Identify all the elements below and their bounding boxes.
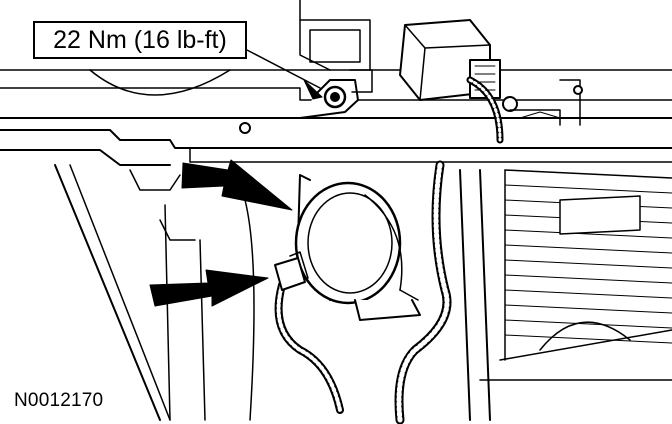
wiring-harness xyxy=(274,76,504,424)
horn-electrical-connector xyxy=(274,251,309,291)
radiator-core xyxy=(459,169,672,421)
torque-leader-line xyxy=(246,49,321,89)
figure-id-label: N0012170 xyxy=(14,390,104,411)
upper-body-structure xyxy=(0,0,672,101)
arrow-pointer-icon xyxy=(149,269,269,307)
arrow-pointer-icon xyxy=(303,79,323,100)
radiator-support-crossmember xyxy=(0,79,672,166)
horn xyxy=(294,174,421,321)
arrow-pointer-icon xyxy=(181,159,293,211)
module-housing xyxy=(399,19,518,112)
torque-spec-label: 22 Nm (16 lb-ft) xyxy=(33,21,247,59)
horn-mounting-bracket xyxy=(299,69,373,119)
